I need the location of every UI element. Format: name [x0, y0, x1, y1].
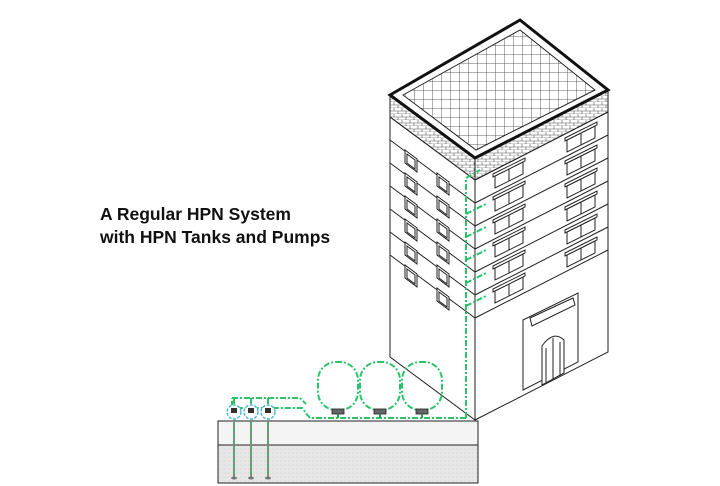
windows	[404, 121, 598, 311]
window-right	[564, 121, 598, 153]
branch-pipe	[465, 249, 487, 261]
main-supply-pipe	[231, 398, 466, 419]
hpn-pump	[243, 398, 259, 480]
hpn-tank	[317, 361, 359, 418]
floor-line-left	[389, 116, 476, 181]
window-right	[492, 157, 526, 189]
window-right	[492, 180, 526, 212]
window-left	[404, 264, 418, 288]
floor-line-left	[389, 139, 476, 204]
window-left	[436, 218, 450, 242]
window-left	[404, 241, 418, 265]
entrance-door	[522, 292, 579, 391]
ground-slab	[217, 420, 479, 484]
floor-line-left	[389, 231, 476, 296]
floor-line-right	[474, 226, 609, 296]
hpn-tank	[359, 361, 401, 418]
window-right	[564, 213, 598, 245]
title-line-2: with HPN Tanks and Pumps	[100, 227, 331, 247]
window-left	[404, 149, 418, 173]
hpn-pumps	[226, 398, 276, 480]
floor-line-right	[474, 180, 609, 250]
floor-line-left	[389, 162, 476, 227]
floor-line-right	[474, 249, 609, 319]
floor-lines	[389, 111, 609, 319]
window-right	[564, 144, 598, 176]
riser-pipe	[465, 169, 481, 418]
window-right	[564, 190, 598, 222]
window-left	[404, 195, 418, 219]
pump-manifold-pipe	[232, 397, 307, 405]
floor-line-left	[389, 185, 476, 250]
hpn-pump	[260, 398, 276, 480]
window-right	[492, 203, 526, 235]
window-left	[404, 218, 418, 242]
window-left	[436, 172, 450, 196]
floor-line-left	[389, 254, 476, 319]
branch-pipe	[465, 203, 487, 215]
floor-line-right	[474, 111, 609, 181]
window-right	[564, 167, 598, 199]
floor-line-right	[474, 157, 609, 227]
window-left	[436, 241, 450, 265]
title-line-1: A Regular HPN System	[100, 204, 291, 224]
floor-line-left	[389, 208, 476, 273]
window-left	[436, 287, 450, 311]
branch-pipe	[465, 226, 487, 238]
diagram-title: A Regular HPN System with HPN Tanks and …	[100, 203, 400, 249]
hpn-tanks	[317, 361, 443, 418]
window-right	[492, 272, 526, 304]
window-right	[564, 236, 598, 268]
hpn-pipes	[231, 169, 487, 419]
branch-pipe	[465, 295, 487, 307]
window-left	[436, 195, 450, 219]
branch-pipe	[465, 272, 487, 284]
floor-line-right	[474, 134, 609, 204]
window-left	[404, 172, 418, 196]
window-right	[492, 226, 526, 258]
window-left	[436, 264, 450, 288]
hpn-tank	[401, 361, 443, 418]
floor-line-right	[474, 203, 609, 273]
window-right	[492, 249, 526, 281]
hpn-pump	[226, 398, 242, 480]
